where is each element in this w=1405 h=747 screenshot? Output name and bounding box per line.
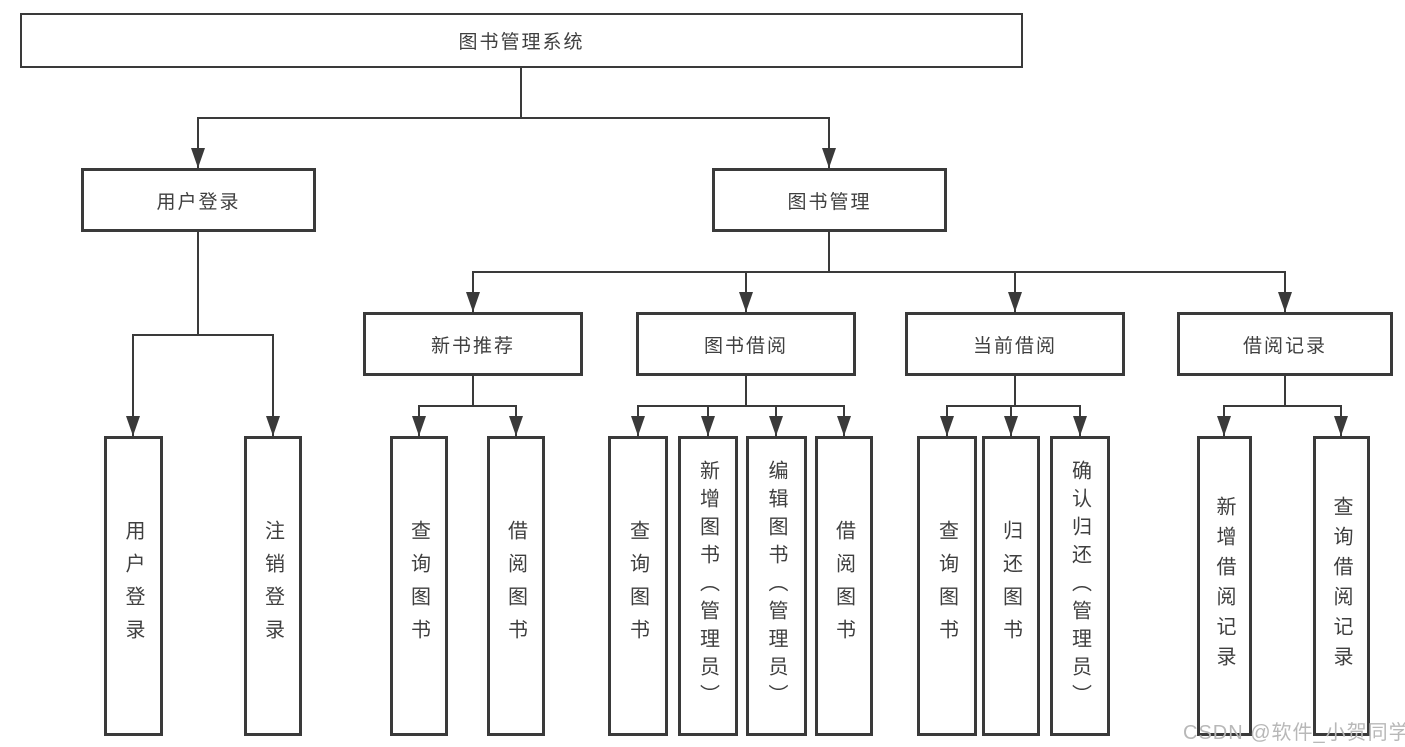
leaf-borrow-books-borrow-label: 借阅图书 [832,520,855,652]
leaf-borrow-books-recommend-label: 借阅图书 [504,520,527,652]
borrow-record-label: 借阅记录 [1242,335,1327,357]
new-book-recommend-node: 新书推荐 [363,312,583,376]
user-login-node: 用户登录 [81,168,316,232]
leaf-query-books-current-label: 查询图书 [935,520,958,652]
current-borrow-node: 当前借阅 [905,312,1125,376]
watermark: CSDN @软件_小贺同学 [1183,722,1405,744]
leaf-add-borrow-record: 新增借阅记录 [1197,436,1252,736]
leaf-return-book: 归还图书 [982,436,1040,736]
leaf-query-books-recommend-label: 查询图书 [407,520,430,652]
leaf-logout-label: 注销登录 [261,520,284,652]
new-book-recommend-label: 新书推荐 [430,335,515,357]
leaf-confirm-return-admin: 确认归还（管理员） [1050,436,1110,736]
leaf-borrow-books-recommend: 借阅图书 [487,436,545,736]
leaf-add-book-admin-label: 新增图书（管理员） [696,460,719,712]
leaf-borrow-books-borrow: 借阅图书 [815,436,873,736]
leaf-user-login-label: 用户登录 [122,520,144,652]
leaf-query-borrow-record: 查询借阅记录 [1313,436,1370,736]
leaf-add-book-admin: 新增图书（管理员） [678,436,738,736]
leaf-query-books-borrow-label: 查询图书 [626,520,649,652]
leaf-user-login: 用户登录 [104,436,163,736]
user-login-node-label: 用户登录 [156,191,241,213]
leaf-logout: 注销登录 [244,436,302,736]
book-management-node: 图书管理 [712,168,947,232]
leaf-edit-book-admin-label: 编辑图书（管理员） [765,460,787,712]
root-node: 图书管理系统 [20,13,1023,68]
borrow-record-node: 借阅记录 [1177,312,1393,376]
leaf-query-borrow-record-label: 查询借阅记录 [1330,496,1352,676]
leaf-query-books-borrow: 查询图书 [608,436,668,736]
book-borrow-label: 图书借阅 [703,335,788,357]
leaf-confirm-return-admin-label: 确认归还（管理员） [1068,460,1091,712]
root-node-label: 图书管理系统 [458,32,585,53]
current-borrow-label: 当前借阅 [972,335,1057,357]
leaf-return-book-label: 归还图书 [999,520,1022,652]
leaf-query-books-current: 查询图书 [917,436,977,736]
leaf-edit-book-admin: 编辑图书（管理员） [746,436,807,736]
leaf-query-books-recommend: 查询图书 [390,436,448,736]
leaf-add-borrow-record-label: 新增借阅记录 [1213,496,1235,676]
book-management-node-label: 图书管理 [787,191,872,213]
book-borrow-node: 图书借阅 [636,312,856,376]
